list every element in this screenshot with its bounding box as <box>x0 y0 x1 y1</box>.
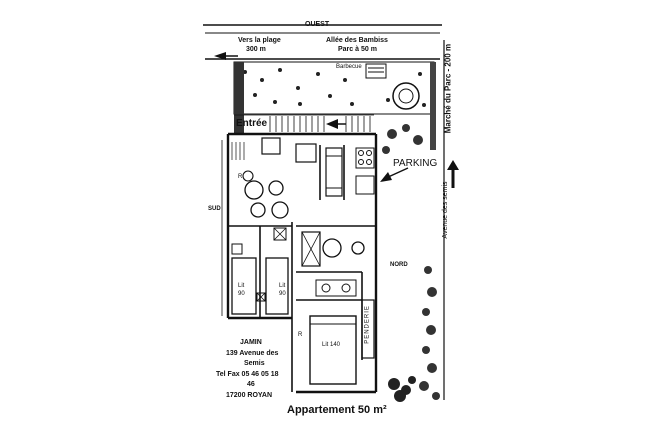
table-b <box>250 202 266 218</box>
label-bed-2-size: 90 <box>279 291 286 297</box>
sink-row <box>315 279 357 297</box>
chair-a <box>268 180 284 196</box>
washbasin <box>322 238 342 258</box>
sofa <box>261 137 281 155</box>
hedge-dots <box>238 68 426 107</box>
compass-north: NORD <box>390 262 408 268</box>
contact-city: 17200 ROYAN <box>226 392 273 399</box>
bed-2 <box>265 257 289 315</box>
table-a <box>244 180 264 200</box>
toilet <box>351 241 365 255</box>
contact-phone-b: 46 <box>247 381 255 388</box>
chair-b <box>271 201 289 219</box>
label-path: Allée des Bambiss <box>326 37 388 44</box>
shrubs-bottom <box>388 376 416 402</box>
label-bed-1-size: 90 <box>238 291 245 297</box>
stove <box>355 147 375 169</box>
label-beach: Vers la plage <box>238 37 281 44</box>
bed-3 <box>309 315 357 385</box>
dining-table <box>295 143 317 163</box>
mark-r-1: R <box>238 174 243 180</box>
label-bed-1: Lit <box>238 283 245 289</box>
fountain <box>392 82 420 110</box>
parking-arrow-head <box>380 172 392 182</box>
garden-right-trees <box>382 124 423 154</box>
mark-r-2: R <box>298 332 303 338</box>
caption: Appartement 50 m² <box>287 404 387 416</box>
label-wardrobe: PENDERIE <box>364 305 371 344</box>
label-barbecue: Barbecue <box>336 64 362 70</box>
wardrobe-box <box>361 299 375 359</box>
compass-south: SUD <box>208 206 221 212</box>
label-beach-dist: 300 m <box>246 46 266 53</box>
barbecue-box <box>365 63 387 79</box>
label-avenue: Avenue des semis <box>441 181 449 239</box>
label-bed-2: Lit <box>279 283 286 289</box>
contact-line-1: 139 Avenue des <box>226 350 279 357</box>
fridge <box>355 175 375 195</box>
contact-phone-a: Tel Fax 05 46 05 18 <box>216 371 279 378</box>
label-parking: PARKING <box>393 158 438 169</box>
bed-1 <box>231 257 257 315</box>
kitchen-counter <box>325 147 343 197</box>
living-hatching <box>231 142 245 160</box>
garden <box>233 61 435 115</box>
contact-name: JAMIN <box>240 339 262 346</box>
label-entrance: Entrée <box>236 118 268 129</box>
terrace-hatching <box>234 114 374 132</box>
compass-west: OUEST <box>305 21 330 28</box>
label-market: Marché du Parc - 200 m <box>443 43 453 134</box>
hedge-right <box>430 62 436 150</box>
label-park: Parc à 50 m <box>338 46 377 53</box>
north-arrow-head <box>447 160 459 170</box>
contact-line-2: Semis <box>244 360 265 367</box>
hedge-left <box>234 62 244 134</box>
shower <box>301 231 321 267</box>
nightstand-2 <box>273 227 287 241</box>
hedge-right-lower <box>419 266 440 400</box>
chair-c <box>242 170 254 182</box>
nightstand-1 <box>231 243 243 255</box>
label-bed-3: Lit 140 <box>322 342 341 348</box>
